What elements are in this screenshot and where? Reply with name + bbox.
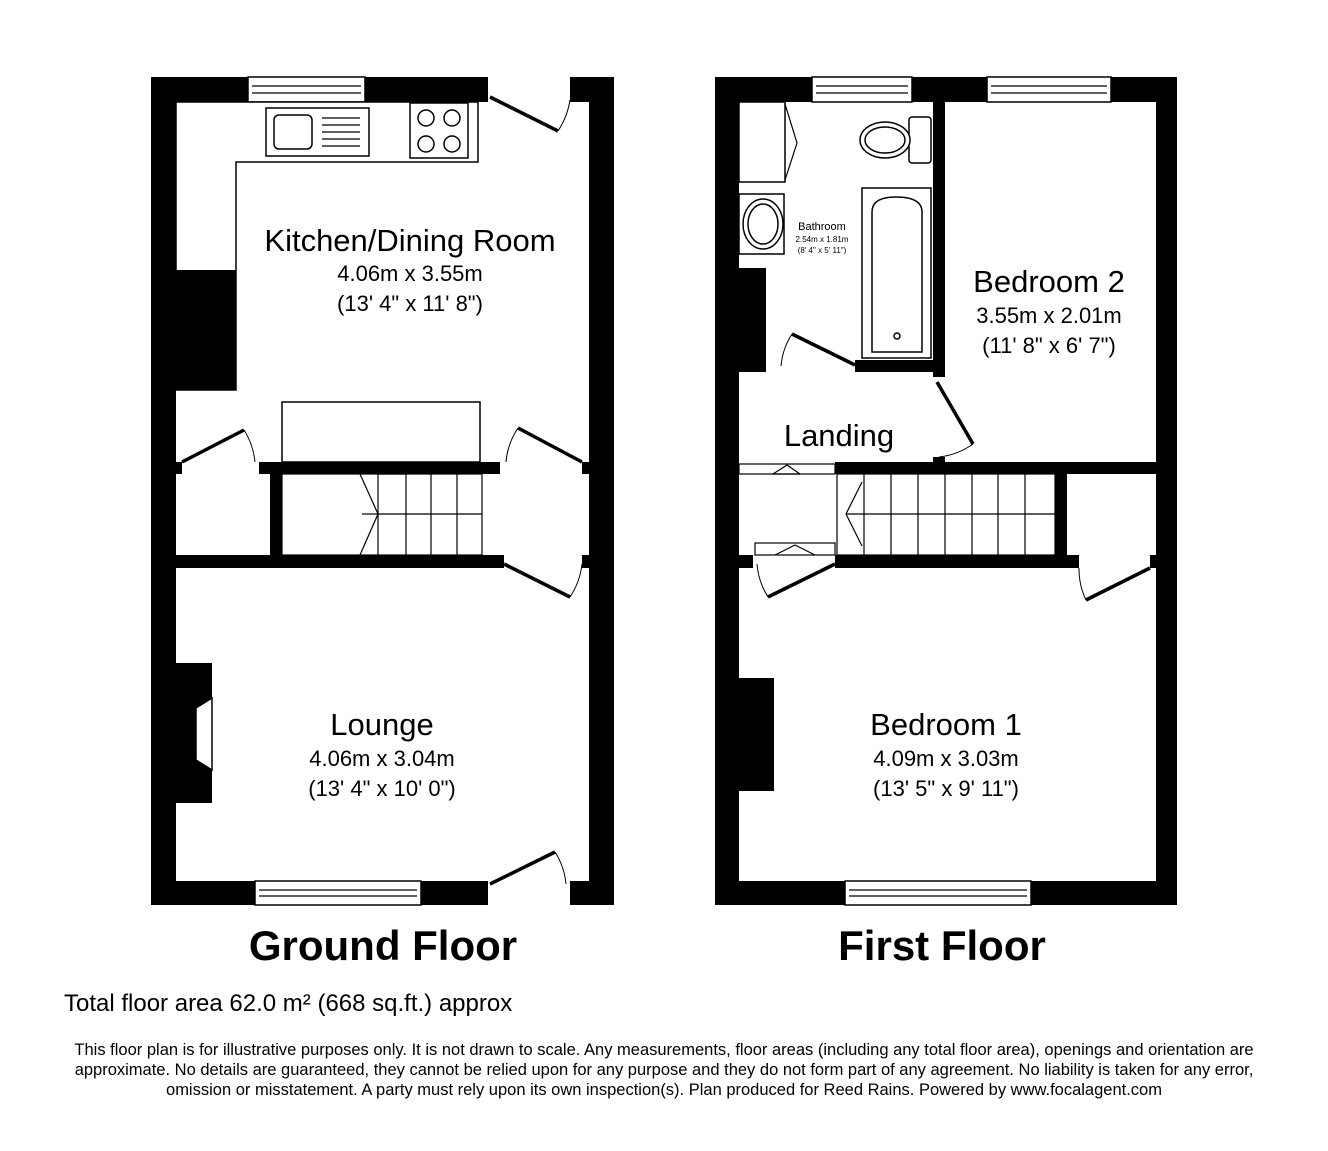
bedroom1-cupboard [754,542,836,556]
sink-icon [265,107,370,157]
hall-door-left [181,428,256,464]
ground-stair-wall-top [259,462,500,474]
ground-stair-wall-side [270,474,282,555]
bedroom2-name: Bedroom 2 [973,264,1125,299]
first-partition-wall [835,555,1079,568]
bedroom2-door [935,381,975,458]
kitchen-back-door-opening [488,77,570,102]
bathroom-imperial: (8' 4" x 5' 11") [798,246,847,255]
basin-icon [738,193,785,255]
kitchen-window [247,76,366,103]
bedroom1-cupboard-door [756,562,836,599]
lounge-metric: 4.06m x 3.04m [309,746,455,771]
first-west-wall [715,77,739,905]
front-door-opening [488,881,570,905]
bathroom-window [811,76,913,103]
bathroom-cabinet-icon [738,101,798,183]
kitchen-name: Kitchen/Dining Room [264,223,555,258]
landing-cupboard [738,463,836,475]
bedroom1-door [1078,566,1151,602]
disclaimer-text: This floor plan is for illustrative purp… [74,1041,1254,1099]
total-floor-area: Total floor area 62.0 m² (668 sq.ft.) ap… [64,990,512,1017]
bathroom-metric: 2.54m x 1.81m [796,235,849,244]
first-chimney-breast [739,268,766,372]
ground-wall-stub-left [176,462,182,474]
bedroom1-window [844,880,1032,906]
ground-east-wall [589,77,614,905]
kitchen-metric: 4.06m x 3.55m [337,261,483,286]
ground-chimney-breast [176,270,236,390]
lounge-window [254,880,422,906]
ground-partition-wall [176,555,504,568]
first-wall-stub-left [739,555,753,568]
bedroom1-imperial: (13' 5" x 9' 11") [873,776,1019,801]
ground-floor-title: Ground Floor [249,922,517,969]
first-floor-plan: Bathroom 2.54m x 1.81m (8' 4" x 5' 11") … [715,76,1177,969]
ground-floor-plan: Kitchen/Dining Room 4.06m x 3.55m (13' 4… [151,76,614,969]
bedroom2-imperial: (11' 8" x 6' 7") [982,333,1116,358]
ground-wall-stub-right [582,462,589,474]
bedroom2-window [986,76,1112,103]
ground-staircase [281,473,483,556]
ground-wall-stub-right-low [582,555,589,568]
first-stair-wall-side [1055,474,1067,568]
under-stair-unit [281,401,481,463]
lounge-name: Lounge [330,707,433,742]
kitchen-imperial: (13' 4" x 11' 8") [337,291,483,316]
first-wall-stub-right [1150,555,1156,568]
first-staircase [836,473,1056,556]
bathtub-icon [861,187,932,359]
bedroom1-chimney-breast [739,678,774,791]
first-east-wall [1156,77,1177,905]
first-stair-wall-top [835,462,1156,474]
bedroom2-wall-stub [933,457,945,465]
ground-west-wall [151,77,176,905]
hall-door-right [505,426,583,464]
toilet-icon [859,116,932,164]
bathroom-door [780,332,856,367]
fireplace-icon [176,663,213,803]
landing-name: Landing [784,418,894,453]
bedroom1-name: Bedroom 1 [870,707,1022,742]
bathroom-bedroom2-wall [933,77,945,377]
bathroom-name: Bathroom [798,221,846,233]
hob-icon [409,102,469,159]
first-floor-title: First Floor [838,922,1046,969]
bedroom1-metric: 4.09m x 3.03m [873,746,1019,771]
bathroom-south-wall-right [855,360,945,372]
front-door [489,850,567,886]
lounge-door [503,562,583,599]
bedroom2-metric: 3.55m x 2.01m [976,303,1122,328]
lounge-imperial: (13' 4" x 10' 0") [308,776,456,801]
kitchen-back-door [489,95,571,133]
